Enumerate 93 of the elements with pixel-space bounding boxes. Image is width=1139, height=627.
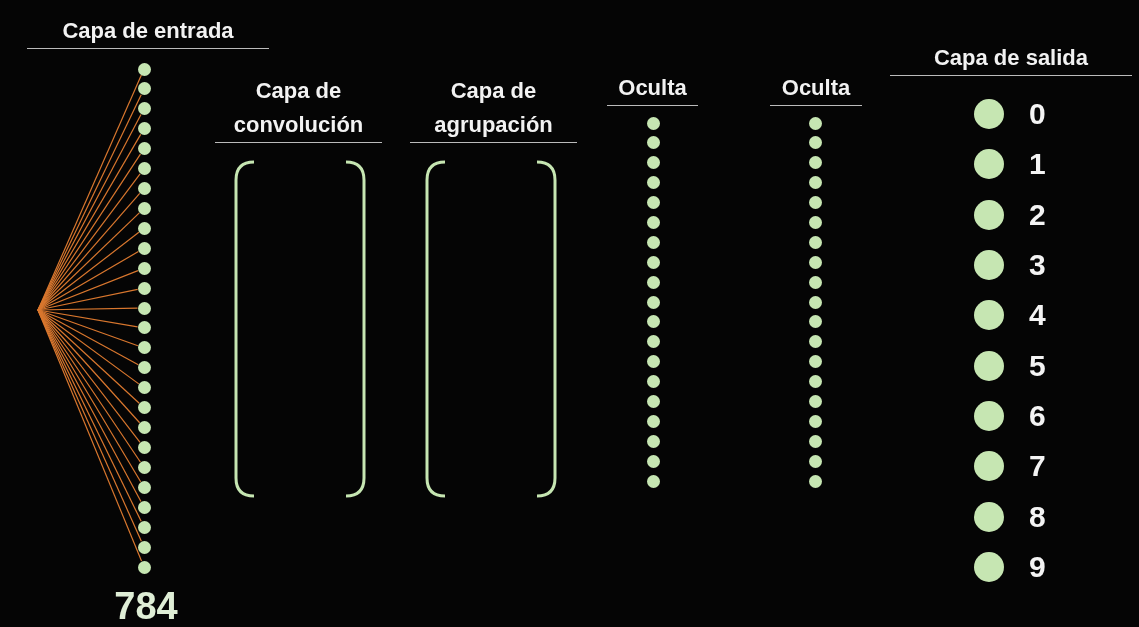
output-neuron — [974, 451, 1004, 482]
neuron-dot — [808, 394, 822, 408]
neuron-dot — [137, 201, 151, 215]
class-digit: 3 — [1029, 248, 1046, 282]
neuron-dot — [808, 255, 822, 269]
neuron-dot — [808, 414, 822, 428]
output-neuron — [974, 149, 1004, 180]
neuron-dot — [137, 421, 151, 435]
output-neuron — [974, 401, 1004, 431]
class-digit: 8 — [1029, 499, 1046, 534]
neuron-dot — [808, 315, 822, 329]
neuron-dot — [646, 156, 660, 170]
neuron-dot — [808, 335, 822, 349]
neuron-dot — [137, 401, 151, 415]
layer-heading: Capa de salida — [890, 41, 1132, 76]
output-neuron — [974, 501, 1004, 532]
class-digit: 1 — [1029, 147, 1046, 182]
layer-heading: Capa de agrupación — [410, 74, 577, 143]
neuron-dot — [137, 560, 151, 574]
neuron-dot — [137, 281, 151, 295]
neuron-dot — [646, 454, 660, 468]
class-digit: 5 — [1029, 348, 1046, 383]
neuron-dot — [137, 182, 151, 195]
class-digit: 9 — [1029, 550, 1046, 584]
neuron-dot — [137, 162, 151, 176]
output-neuron — [974, 250, 1004, 280]
neuron-dot — [137, 341, 151, 355]
neuron-dot — [808, 176, 822, 190]
neuron-dot — [808, 116, 822, 130]
neuron-dot — [646, 196, 660, 210]
neuron-dot — [137, 301, 151, 315]
neuron-dot — [137, 361, 151, 375]
class-digit: 7 — [1029, 449, 1046, 484]
output-neuron — [974, 350, 1004, 381]
neuron-dot — [808, 355, 822, 369]
neuron-dot — [646, 275, 660, 289]
neuron-dot — [646, 355, 660, 369]
layer-heading: Capa de convolución — [215, 74, 382, 143]
class-digit: 0 — [1029, 97, 1046, 131]
neuron-dot — [808, 434, 822, 448]
neuron-dot — [646, 394, 660, 408]
output-neuron — [974, 199, 1004, 230]
neuron-dot — [646, 375, 660, 389]
neuron-dot — [808, 235, 822, 249]
neuron-dot — [137, 241, 151, 255]
neuron-dot — [646, 335, 660, 349]
layer-heading: Oculta — [770, 71, 862, 106]
output-neuron — [974, 300, 1004, 331]
neuron-dot — [646, 315, 660, 329]
neuron-dot — [137, 381, 151, 395]
input-count: 784 — [113, 586, 179, 626]
neuron-dot — [137, 460, 151, 474]
neuron-dot — [137, 261, 151, 275]
neuron-dot — [808, 215, 822, 229]
layer-brackets — [234, 160, 366, 498]
neuron-dot — [646, 136, 660, 150]
class-digit: 2 — [1029, 197, 1046, 232]
neuron-dot — [137, 520, 151, 534]
class-digit: 4 — [1029, 298, 1046, 333]
neuron-dot — [646, 295, 660, 309]
neuron-dot — [808, 375, 822, 389]
layer-brackets — [425, 160, 557, 498]
layer-heading: Capa de entrada — [27, 14, 269, 49]
neuron-dot — [137, 82, 151, 96]
neuron-dot — [646, 434, 660, 448]
neuron-dot — [808, 196, 822, 210]
output-neuron — [974, 99, 1004, 129]
neuron-dot — [808, 295, 822, 309]
neuron-dot — [137, 500, 151, 514]
class-digit: 6 — [1029, 399, 1046, 433]
neuron-dot — [646, 414, 660, 428]
neuron-dot — [646, 235, 660, 249]
neuron-dot — [137, 221, 151, 235]
neuron-dot — [137, 62, 151, 76]
neuron-dot — [137, 142, 151, 156]
neuron-dot — [808, 454, 822, 468]
neuron-dot — [137, 440, 151, 454]
neuron-dot — [646, 474, 660, 488]
neuron-dot — [808, 474, 822, 488]
neuron-dot — [808, 275, 822, 289]
neuron-dot — [808, 136, 822, 150]
neuron-dot — [137, 321, 151, 335]
neuron-dot — [137, 480, 151, 494]
neuron-dot — [646, 255, 660, 269]
neuron-dot — [137, 540, 151, 554]
neuron-dot — [137, 122, 151, 136]
output-neuron — [974, 552, 1004, 582]
neuron-dot — [646, 116, 660, 130]
neuron-dot — [137, 102, 151, 116]
layer-heading: Oculta — [607, 71, 698, 106]
neuron-dot — [808, 156, 822, 170]
neuron-dot — [646, 176, 660, 190]
neuron-dot — [646, 215, 660, 229]
